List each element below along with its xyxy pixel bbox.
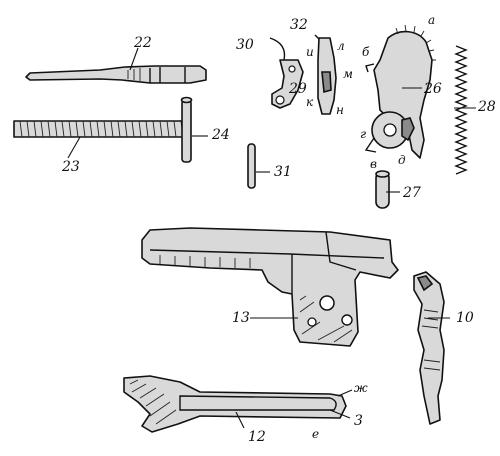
label-29: 29 xyxy=(289,81,307,97)
part-31-pin xyxy=(247,143,256,189)
part-13-frame xyxy=(141,227,399,347)
label-23: 23 xyxy=(62,159,80,175)
letter-v: в xyxy=(370,157,377,171)
part-22-striker xyxy=(25,65,207,84)
letter-d: д xyxy=(398,153,406,167)
label-13: 13 xyxy=(232,310,250,326)
letter-i: и xyxy=(306,45,314,59)
label-3: 3 xyxy=(354,413,363,429)
label-27: 27 xyxy=(403,185,421,201)
part-26-trigger xyxy=(364,24,436,159)
letter-n: н xyxy=(336,103,344,117)
part-32-lever xyxy=(314,34,337,115)
letter-m: м xyxy=(343,67,353,81)
part-12-slide xyxy=(123,375,347,433)
letter-a: а xyxy=(428,13,436,27)
leader-lines xyxy=(67,47,476,429)
label-30: 30 xyxy=(236,37,254,53)
part-28-spring xyxy=(454,45,468,175)
part-29-sear xyxy=(269,37,304,109)
letter-g: г xyxy=(360,127,367,141)
part-10-lever xyxy=(413,271,445,425)
part-24-pin xyxy=(180,96,193,163)
label-26: 26 xyxy=(424,81,442,97)
label-32: 32 xyxy=(290,17,308,33)
letter-e: е xyxy=(312,427,320,441)
label-31: 31 xyxy=(274,164,292,180)
part-23-spring xyxy=(13,120,191,138)
label-28: 28 xyxy=(478,99,496,115)
label-24: 24 xyxy=(212,127,230,143)
letter-k: к xyxy=(306,95,314,109)
part-27-pin xyxy=(375,170,390,209)
label-10: 10 xyxy=(456,310,474,326)
label-22: 22 xyxy=(134,35,152,51)
label-12: 12 xyxy=(248,429,266,445)
letter-b: б xyxy=(362,45,370,59)
letter-l: л xyxy=(337,39,345,53)
letter-zh: ж xyxy=(354,381,368,395)
